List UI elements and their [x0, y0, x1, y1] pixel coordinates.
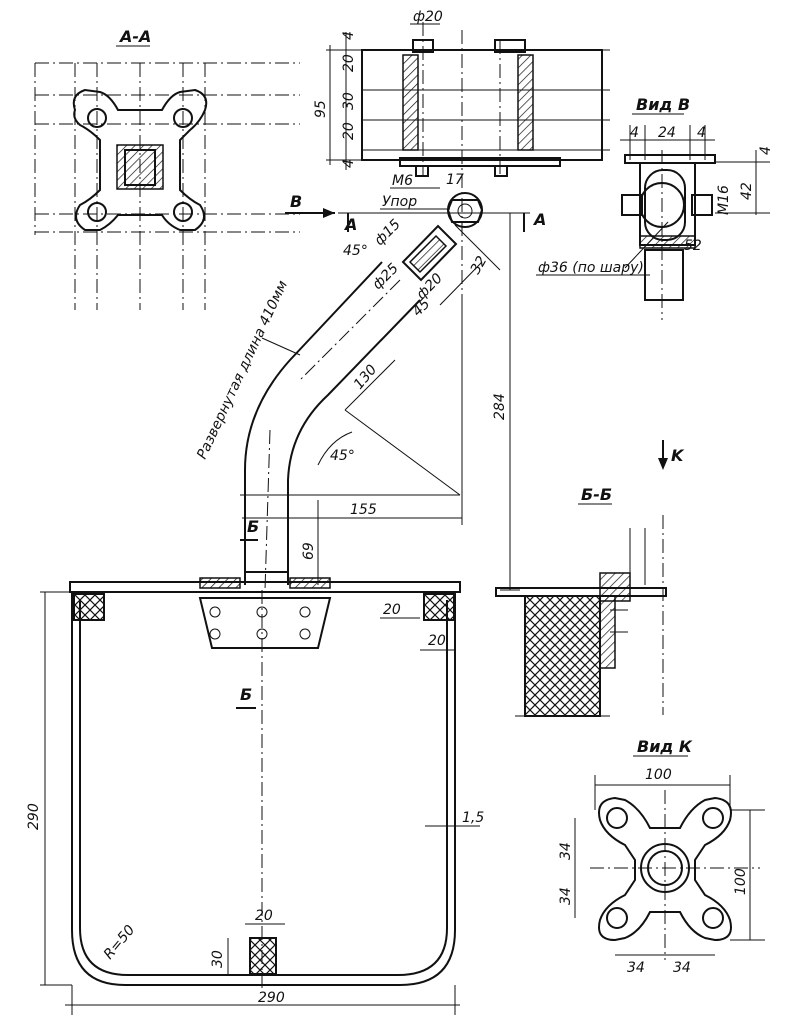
dim-label: ф20	[413, 9, 443, 25]
bent-tube	[244, 261, 383, 585]
upor-label: Упор	[382, 194, 417, 210]
view-b-title: Вид В	[636, 95, 690, 114]
rubber-corner	[73, 593, 105, 621]
dim-label: ф20	[414, 270, 446, 302]
section-a-a-title: A-A	[118, 27, 151, 46]
dim-label: 4	[630, 125, 639, 141]
dim-label: 42	[739, 182, 755, 200]
dim-label: 4	[697, 125, 706, 141]
dim-label: ф25	[370, 260, 402, 292]
section-b-b: Б-Б	[495, 485, 667, 717]
rubber-pad	[517, 54, 534, 151]
mounting-block	[198, 597, 332, 649]
bolt-hole	[87, 202, 107, 222]
section-a-a: A-A	[34, 27, 300, 310]
marker-a1: A	[343, 215, 357, 234]
dim-label: 34	[673, 960, 691, 976]
dim-label: M6	[392, 173, 413, 189]
dim-label: M16	[716, 185, 732, 215]
dim-label: 4	[758, 146, 774, 155]
dim-label: 20	[428, 633, 446, 649]
dim-label: 155	[350, 502, 377, 518]
bolt-hole	[87, 108, 107, 128]
dim-label: 34	[558, 887, 574, 905]
dim-label: 4	[341, 159, 357, 168]
tube-fitting	[401, 224, 458, 282]
dim-label: 30	[341, 92, 357, 110]
developed-length-label: Развернутая длина 410мм	[194, 278, 291, 462]
rubber-foot	[249, 937, 277, 975]
marker-bb-bottom: Б	[240, 685, 252, 704]
ball-label: ф36 (по шару)	[538, 260, 644, 276]
dim-label: 20	[341, 122, 357, 140]
tube-assembly: M6 17 Упор В A A 45° ф15 ф25 ф20 45 32 Р…	[194, 172, 546, 591]
dim-label: 34	[558, 842, 574, 860]
dim-label: 45°	[330, 448, 355, 464]
k-flange	[598, 796, 732, 942]
rubber-block	[524, 595, 601, 717]
bracket-body	[361, 49, 603, 161]
dim-label: 20	[255, 908, 273, 924]
dim-label: 100	[733, 868, 749, 895]
view-b: Вид В 4 24 4 4 42 M16 52 ф36 (по шару)	[536, 95, 774, 320]
dim-label: 95	[313, 100, 329, 118]
section-b-b-title: Б-Б	[581, 485, 612, 504]
dim-label: 1,5	[462, 810, 484, 826]
view-k: Вид К 100 100 34 34 34 34	[558, 737, 765, 976]
dim-label: 284	[492, 393, 508, 420]
dim-label: 34	[627, 960, 645, 976]
marker-b: В	[290, 192, 302, 211]
dim-label: 52	[684, 238, 702, 254]
dim-label: 290	[26, 803, 42, 830]
view-k-arrow: K	[658, 440, 685, 470]
cross-flange	[72, 88, 208, 231]
dim-label: 4	[341, 31, 357, 40]
tube-section	[116, 144, 164, 190]
dim-label: 20	[383, 602, 401, 618]
marker-bb-top: Б	[247, 517, 259, 536]
dim-label: 100	[645, 767, 672, 783]
rubber-pad	[402, 54, 419, 151]
dim-label: 17	[446, 172, 464, 188]
view-k-title: Вид К	[637, 737, 693, 756]
bolt-hole	[173, 108, 193, 128]
rubber-corner	[423, 593, 455, 621]
main-plate: Б 20 20 290 1,5 R=50 20 30 290	[26, 571, 484, 1015]
tube-stub	[644, 249, 684, 301]
top-plate	[69, 581, 461, 593]
bolt-hole	[606, 807, 628, 829]
bolt-hole	[702, 907, 724, 929]
dim-label: 20	[341, 54, 357, 72]
dim-label: 24	[658, 125, 676, 141]
bolt-hole	[173, 202, 193, 222]
marker-k: K	[671, 446, 685, 465]
dim-label: 45°	[343, 243, 368, 259]
dim-label: 290	[258, 990, 285, 1006]
bolt-hole	[606, 907, 628, 929]
dim-label: R=50	[101, 922, 139, 962]
marker-a2: A	[532, 210, 546, 229]
dim-label: 30	[210, 950, 226, 968]
dim-label: ф15	[372, 216, 404, 248]
dim-label: 69	[301, 542, 317, 560]
top-bracket: ф20 4 20 95 30 20 4	[313, 9, 610, 300]
bolt-hole	[702, 807, 724, 829]
